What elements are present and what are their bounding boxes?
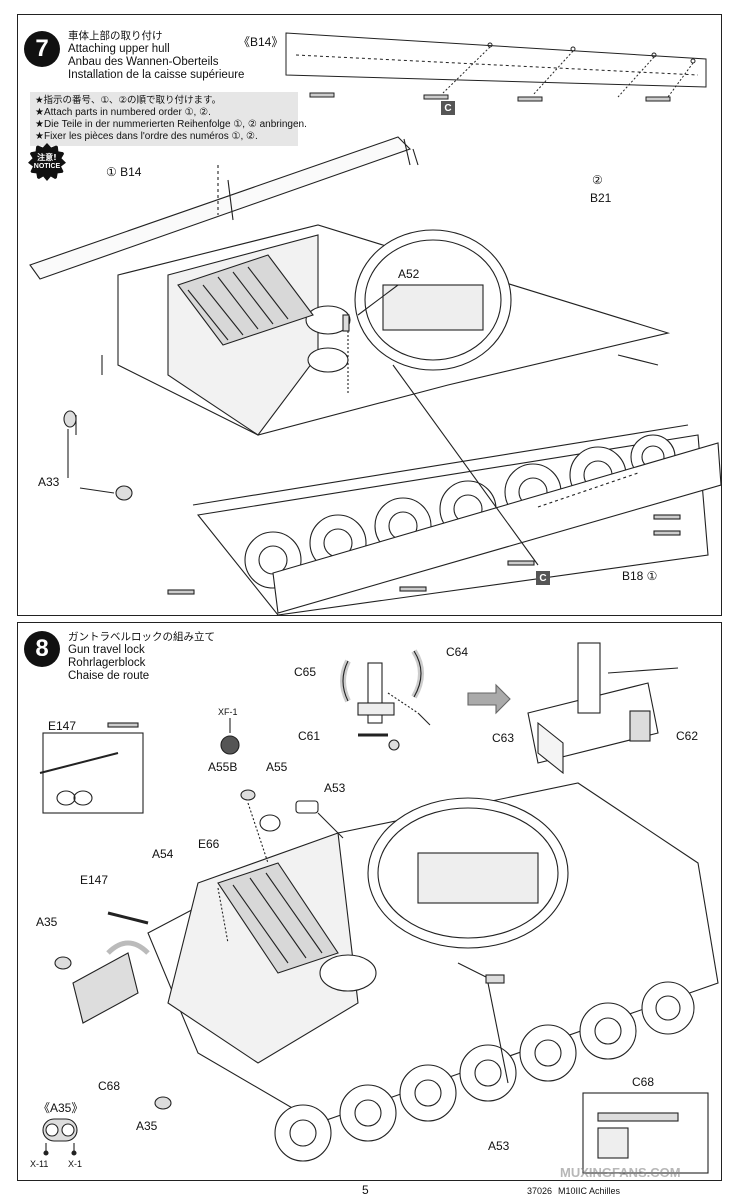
label-b21-num: ② (592, 173, 603, 187)
label-c68-detail: C68 (632, 1075, 655, 1089)
step-8-title-fr: Chaise de route (68, 670, 150, 682)
step-8-title: ガントラベルロックの組み立て Gun travel lock Rohrlager… (68, 631, 215, 683)
label-a33: A33 (38, 475, 60, 489)
label-a53-top: A53 (324, 781, 346, 795)
instr-en: ★Attach parts in numbered order ①, ②. (35, 107, 211, 118)
instr-de: ★Die Teile in der nummerierten Reihenfol… (35, 119, 307, 130)
label-a55: A55 (266, 760, 288, 774)
label-a35-subview: 《A35》 (38, 1101, 84, 1115)
footer-code: 37026 (527, 1186, 553, 1196)
notice-en: NOTICE (33, 163, 61, 170)
label-a54: A54 (152, 847, 174, 861)
step-7-title: 車体上部の取り付け Attaching upper hull Anbau des… (68, 30, 244, 82)
label-c64: C64 (446, 645, 469, 659)
label-c62: C62 (676, 729, 699, 743)
label-a53-bottom: A53 (488, 1139, 510, 1153)
label-a35-left: A35 (36, 915, 58, 929)
step-7-title-jp: 車体上部の取り付け (68, 30, 163, 42)
step-8-title-jp: ガントラベルロックの組み立て (68, 631, 215, 643)
step-8-title-de: Rohrlagerblock (68, 657, 146, 669)
b14-subview-drawing (29, 32, 721, 615)
label-xf1: XF-1 (218, 707, 238, 717)
step-7-title-de: Anbau des Wannen-Oberteils (68, 56, 219, 68)
label-a55b: A55B (208, 760, 238, 774)
label-e147-hull: E147 (80, 873, 109, 887)
step-7-instructions: ★指示の番号、①、②の順で取り付けます。 ★Attach parts in nu… (30, 92, 307, 146)
page-number: 5 (362, 1183, 369, 1197)
notice-jp: 注意! (37, 153, 57, 162)
label-c65: C65 (294, 665, 317, 679)
step-8-panel: 8 ガントラベルロックの組み立て Gun travel lock Rohrlag… (17, 622, 722, 1181)
label-c68-hull: C68 (98, 1079, 121, 1093)
label-e66: E66 (198, 837, 220, 851)
step-8-number: 8 (24, 631, 60, 667)
label-c61: C61 (298, 729, 321, 743)
step-8-title-en: Gun travel lock (68, 644, 145, 656)
step-7-title-fr: Installation de la caisse supérieure (68, 69, 245, 81)
step-7-title-en: Attaching upper hull (68, 43, 170, 55)
b14-subview-label: 《B14》 (238, 35, 284, 49)
label-a52: A52 (398, 267, 420, 281)
cement-box-c-2: C (536, 571, 550, 585)
label-b21: B21 (590, 191, 612, 205)
label-c63: C63 (492, 731, 515, 745)
instr-jp: ★指示の番号、①、②の順で取り付けます。 (35, 95, 222, 106)
label-e147-top: E147 (48, 719, 77, 733)
footer-title: M10IIC Achilles (558, 1186, 621, 1196)
label-x1: X-1 (68, 1159, 83, 1169)
step-8-drawing (39, 642, 719, 1174)
label-b14: ① B14 (106, 165, 142, 179)
watermark: MUXINGFANS.COM (560, 1165, 681, 1180)
step-7-number: 7 (24, 31, 60, 67)
label-b18: B18 ① (622, 569, 658, 583)
cement-box-c: C (441, 101, 455, 115)
instr-fr: ★Fixer les pièces dans l'ordre des numér… (35, 131, 258, 142)
label-a35-bottom: A35 (136, 1119, 158, 1133)
label-x11: X-11 (30, 1159, 49, 1169)
step-7-panel: 7 車体上部の取り付け Attaching upper hull Anbau d… (17, 14, 722, 616)
